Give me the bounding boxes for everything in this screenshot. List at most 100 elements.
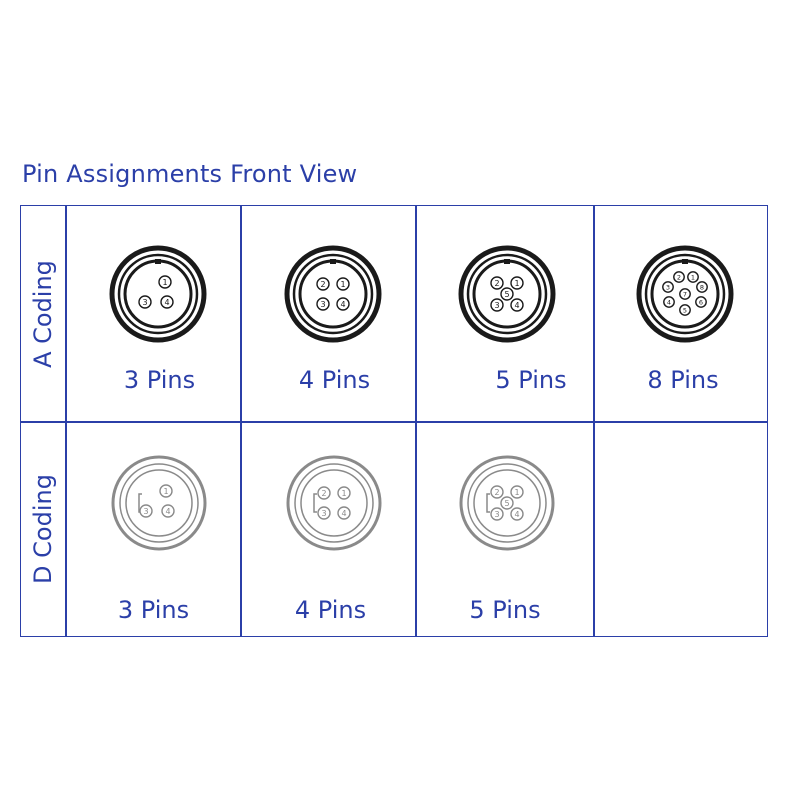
- pin-contact-icon: [490, 298, 504, 312]
- pin-1: 1: [337, 486, 351, 500]
- pin-contact-icon: [490, 485, 504, 499]
- pin-number: 2: [321, 489, 326, 498]
- pin-3: 3: [316, 297, 330, 311]
- pin-contact-icon: [160, 295, 174, 309]
- outer-ring: [109, 245, 207, 343]
- pin-number: 2: [494, 488, 499, 497]
- pin-number: 4: [164, 298, 169, 307]
- cell-d-3-pins: 1 3 4 3 Pins: [67, 423, 240, 636]
- pin-number: 1: [340, 280, 345, 289]
- pin-number: 4: [341, 509, 346, 518]
- pin-number: 4: [514, 301, 519, 310]
- pins-label: 3 Pins: [117, 596, 190, 624]
- pin-5: 5: [500, 496, 514, 510]
- pin-contact-icon: [687, 271, 699, 283]
- pin-contact-icon: [317, 486, 331, 500]
- pins-label: 4 Pins: [298, 366, 371, 394]
- connector-d-4-pin-icon: 2 1 3 4: [286, 455, 382, 551]
- pin-contact-icon: [663, 296, 675, 308]
- pin-number: 2: [320, 280, 325, 289]
- pin-contact-icon: [317, 506, 331, 520]
- pin-number: 5: [504, 499, 509, 508]
- page-title: Pin Assignments Front View: [22, 160, 358, 188]
- pin-number: 3: [143, 507, 148, 516]
- connector-d-3-pin-icon: 1 3 4: [111, 455, 207, 551]
- pin-1: 1: [510, 485, 524, 499]
- pin-number: 3: [494, 301, 499, 310]
- middle-ring: [467, 463, 547, 543]
- pin-1: 1: [510, 276, 524, 290]
- pin-2: 2: [673, 271, 685, 283]
- pin-contact-icon: [158, 275, 172, 289]
- pin-2: 2: [490, 485, 504, 499]
- pin-number: 5: [504, 290, 509, 299]
- pin-contact-icon: [662, 281, 674, 293]
- pins-label: 8 Pins: [647, 366, 719, 394]
- key-notch: [486, 493, 490, 513]
- pin-1: 1: [158, 275, 172, 289]
- pin-8: 8: [696, 281, 708, 293]
- inner-ring: [298, 259, 368, 329]
- pin-contact-icon: [337, 506, 351, 520]
- outer-ring: [459, 455, 555, 551]
- connector-a-3-pin-icon: 1 3 4: [109, 245, 207, 343]
- pin-contact-icon: [138, 295, 152, 309]
- pin-contact-icon: [490, 276, 504, 290]
- pin-4: 4: [663, 296, 675, 308]
- pin-number: 2: [677, 274, 681, 282]
- pin-number: 3: [142, 298, 147, 307]
- pin-number: 6: [699, 299, 703, 307]
- pin-4: 4: [510, 507, 524, 521]
- pin-4: 4: [161, 504, 175, 518]
- cell-a-3-pins: 1 3 4 3 Pins: [67, 206, 240, 421]
- pin-5: 5: [500, 287, 514, 301]
- pin-3: 3: [490, 507, 504, 521]
- pins-label: 5 Pins: [469, 596, 541, 624]
- key-notch: [155, 259, 161, 264]
- inner-ring: [300, 469, 368, 537]
- inner-ring: [125, 469, 193, 537]
- middle-ring: [292, 253, 374, 335]
- pin-3: 3: [138, 295, 152, 309]
- pin-number: 1: [341, 489, 346, 498]
- pin-number: 3: [666, 284, 670, 292]
- pin-4: 4: [160, 295, 174, 309]
- key-notch: [682, 259, 688, 264]
- pin-6: 6: [695, 296, 707, 308]
- pin-1: 1: [336, 277, 350, 291]
- pin-3: 3: [662, 281, 674, 293]
- pin-number: 3: [320, 300, 325, 309]
- pin-number: 1: [691, 274, 695, 282]
- key-notch: [330, 259, 336, 264]
- pins-label: 3 Pins: [123, 366, 196, 394]
- pin-contact-icon: [316, 297, 330, 311]
- middle-ring: [294, 463, 374, 543]
- pin-contact-icon: [679, 304, 691, 316]
- pin-number: 1: [162, 278, 167, 287]
- pin-number: 4: [514, 510, 519, 519]
- pin-2: 2: [490, 276, 504, 290]
- key-notch: [504, 259, 510, 264]
- pin-number: 5: [683, 307, 687, 315]
- outer-ring: [111, 455, 207, 551]
- row-label-d-coding: D Coding: [29, 474, 57, 584]
- pin-contact-icon: [139, 504, 153, 518]
- pin-number: 8: [700, 284, 704, 292]
- pin-number: 3: [321, 509, 326, 518]
- pin-contact-icon: [500, 287, 514, 301]
- pin-contact-icon: [337, 486, 351, 500]
- pin-contact-icon: [696, 281, 708, 293]
- row-label-a-coding: A Coding: [29, 259, 57, 368]
- pins-label: 5 Pins: [495, 366, 567, 394]
- pin-1: 1: [159, 484, 173, 498]
- pin-contact-icon: [510, 276, 524, 290]
- pin-contact-icon: [161, 504, 175, 518]
- pin-3: 3: [490, 298, 504, 312]
